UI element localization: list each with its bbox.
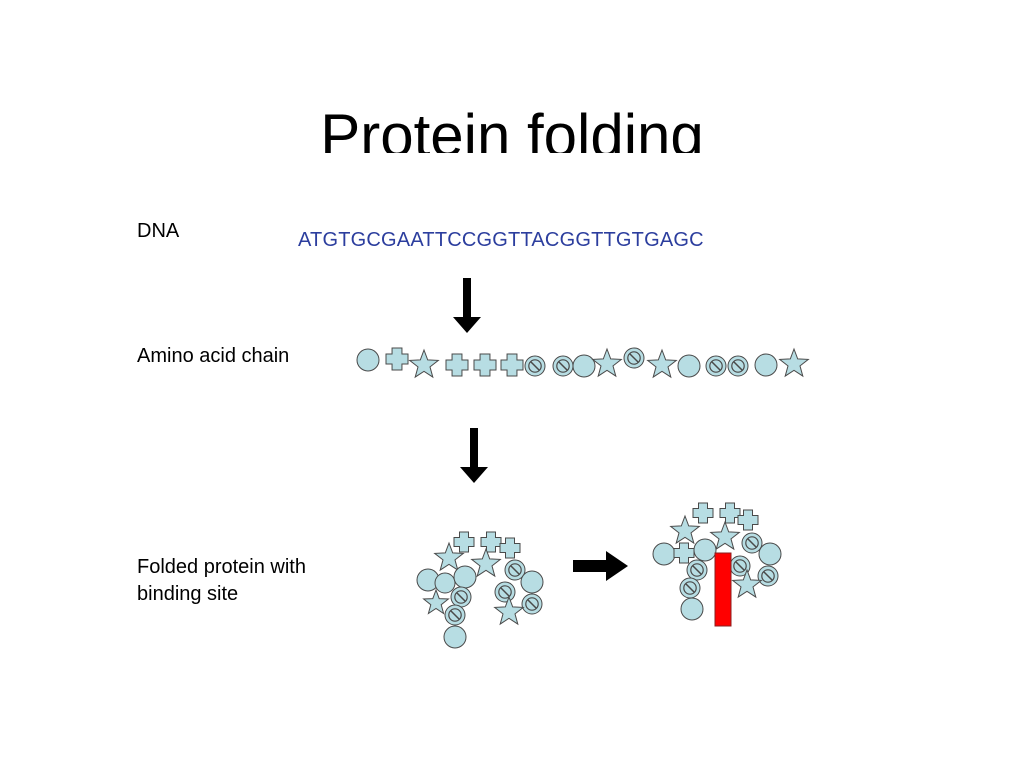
circle-residue xyxy=(652,542,676,566)
title-clip: Protein folding xyxy=(0,95,1024,153)
cross-residue xyxy=(692,502,714,524)
cross-residue xyxy=(453,531,475,553)
cross-residue xyxy=(673,542,695,564)
prohibited-residue xyxy=(741,532,763,554)
down-arrow-icon xyxy=(460,467,488,483)
cross-residue xyxy=(473,353,497,377)
cross-residue xyxy=(737,509,759,531)
down-arrow-shaft xyxy=(470,428,478,469)
circle-residue xyxy=(520,570,544,594)
prohibited-residue xyxy=(729,555,751,577)
star-residue xyxy=(669,514,701,545)
prohibited-residue xyxy=(623,347,645,369)
star-residue xyxy=(591,347,623,378)
cross-residue xyxy=(385,347,409,371)
cross-residue xyxy=(480,531,502,553)
dna-sequence: ATGTGCGAATTCCGGTTACGGTTGTGAGC xyxy=(298,229,704,251)
page-title: Protein folding xyxy=(320,102,704,153)
cross-residue xyxy=(499,537,521,559)
star-residue xyxy=(470,547,502,578)
star-residue xyxy=(646,348,678,379)
down-arrow-icon xyxy=(453,317,481,333)
right-arrow-icon xyxy=(606,551,628,581)
prohibited-residue xyxy=(521,593,543,615)
circle-residue xyxy=(758,542,782,566)
circle-residue xyxy=(572,354,596,378)
prohibited-residue xyxy=(757,565,779,587)
amino-acid-chain-label: Amino acid chain xyxy=(137,345,290,367)
prohibited-residue xyxy=(504,559,526,581)
star-residue xyxy=(422,588,450,615)
prohibited-residue xyxy=(727,355,749,377)
circle-residue xyxy=(754,353,778,377)
folded-protein-label-line1: Folded protein with xyxy=(137,556,306,578)
folded-protein-label-line2: binding site xyxy=(137,583,239,605)
prohibited-residue xyxy=(705,355,727,377)
prohibited-residue xyxy=(524,355,546,377)
star-residue xyxy=(731,568,763,599)
circle-residue xyxy=(693,538,717,562)
binding-ligand-bar xyxy=(714,552,732,627)
cross-residue xyxy=(500,353,524,377)
circle-residue xyxy=(453,565,477,589)
right-arrow-shaft xyxy=(573,560,609,572)
circle-residue xyxy=(677,354,701,378)
prohibited-residue xyxy=(450,586,472,608)
cross-residue xyxy=(719,502,741,524)
star-residue xyxy=(433,541,465,572)
star-residue xyxy=(709,520,741,551)
prohibited-residue xyxy=(686,559,708,581)
cross-residue xyxy=(445,353,469,377)
prohibited-residue xyxy=(552,355,574,377)
circle-residue xyxy=(443,625,467,649)
prohibited-residue xyxy=(444,604,466,626)
star-residue xyxy=(493,595,525,626)
star-residue xyxy=(778,347,810,378)
circle-residue xyxy=(680,597,704,621)
dna-label: DNA xyxy=(137,220,180,242)
star-residue xyxy=(408,348,440,379)
prohibited-residue xyxy=(679,577,701,599)
down-arrow-shaft xyxy=(463,278,471,319)
circle-residue xyxy=(434,572,456,594)
circle-residue xyxy=(356,348,380,372)
prohibited-residue xyxy=(494,581,516,603)
